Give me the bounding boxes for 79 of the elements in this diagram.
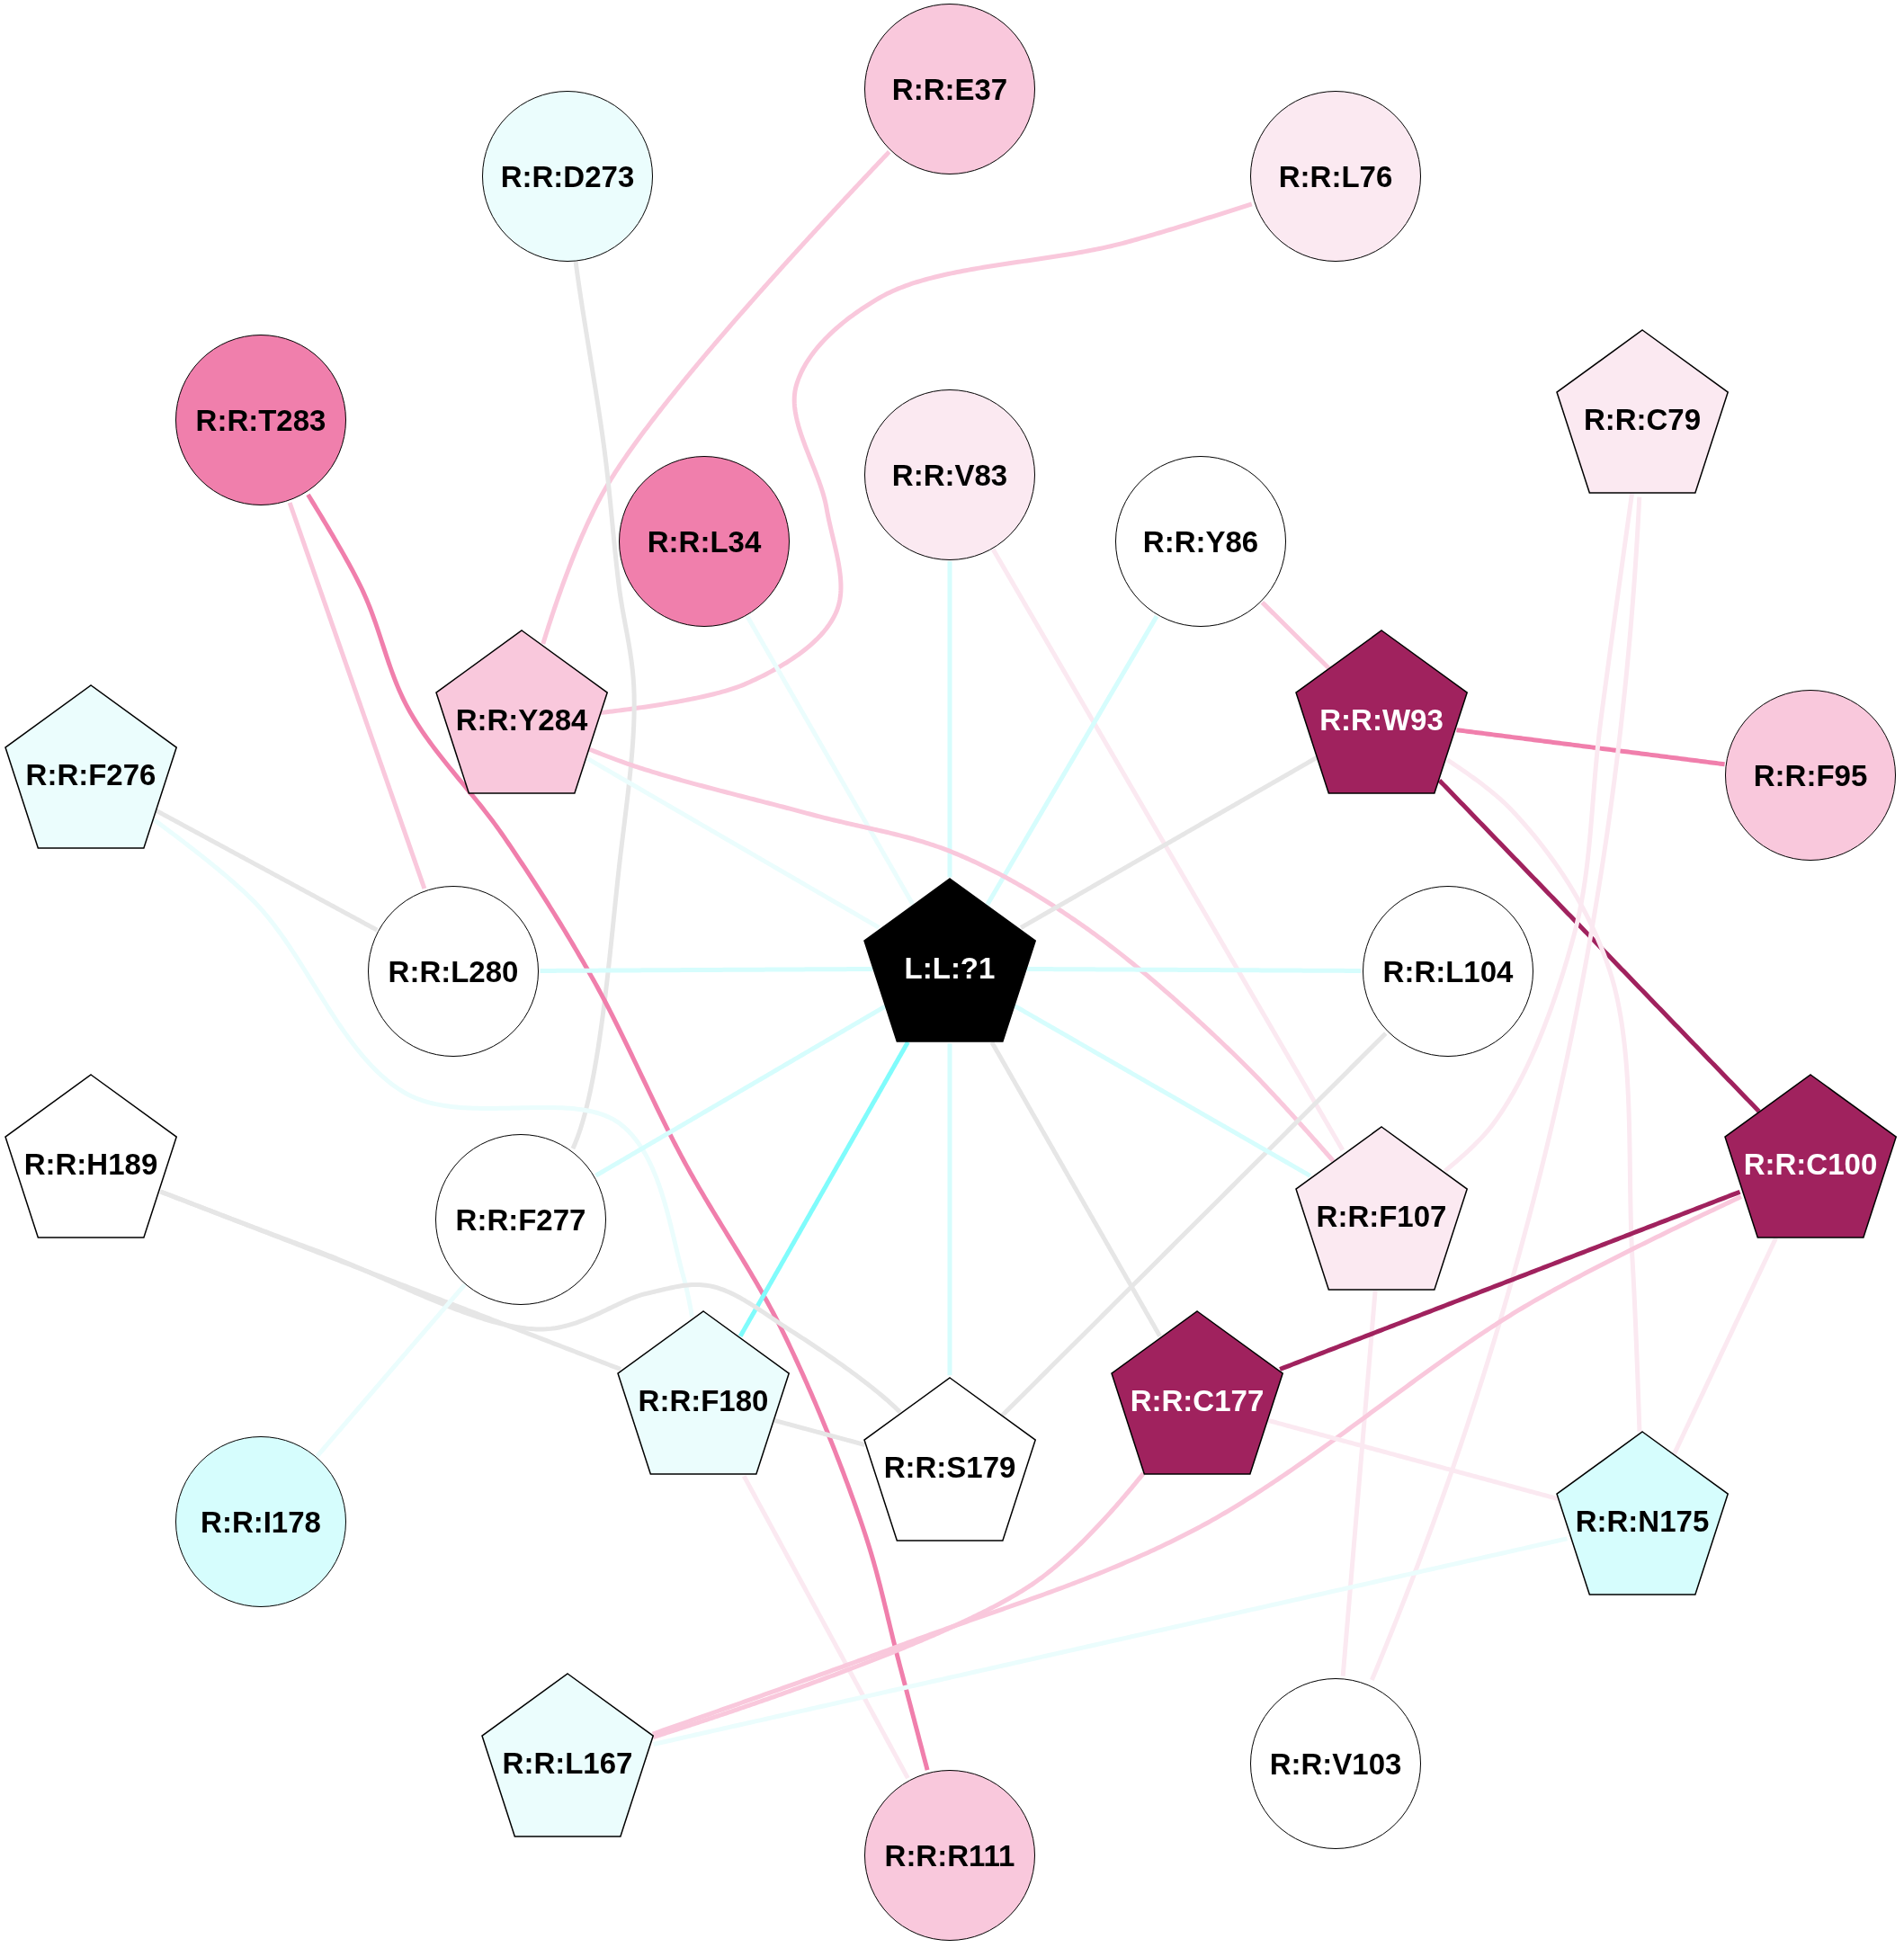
residue-pentagon — [1111, 1311, 1283, 1474]
residue-pentagon — [863, 879, 1036, 1041]
interaction-line — [588, 746, 1336, 1163]
residue-label: R:R:N175 — [1575, 1506, 1710, 1537]
interaction-line — [1456, 728, 1725, 767]
interaction-line — [990, 548, 1345, 1151]
interaction-line — [306, 493, 930, 1771]
residue-label: R:R:E37 — [891, 74, 1008, 104]
interaction-line — [155, 809, 379, 933]
interaction-line — [315, 1282, 467, 1459]
residue-label: R:R:L76 — [1278, 161, 1393, 192]
interaction-line — [1437, 778, 1761, 1113]
residue-label: R:R:F95 — [1753, 760, 1868, 791]
interaction-line — [947, 1043, 952, 1376]
residue-label: R:R:T283 — [195, 405, 326, 435]
interaction-line — [1672, 1237, 1778, 1455]
residue-label: R:R:L104 — [1382, 956, 1514, 987]
interaction-line — [1267, 1418, 1559, 1501]
interaction-line — [540, 966, 873, 973]
interaction-line — [1013, 1004, 1312, 1178]
interaction-line — [586, 756, 880, 930]
residue-pentagon — [4, 685, 177, 848]
residue-pentagon — [1556, 330, 1729, 493]
residue-pentagon — [617, 1311, 790, 1474]
residue-label: R:R:Y86 — [1142, 526, 1259, 557]
interaction-line — [541, 150, 891, 645]
interaction-line — [742, 1475, 910, 1780]
interaction-line — [745, 614, 916, 906]
residue-label: R:R:S179 — [883, 1452, 1016, 1483]
residue-label: R:R:W93 — [1319, 705, 1444, 736]
residue-pentagon — [1295, 630, 1468, 793]
interaction-line — [773, 1418, 866, 1447]
residue-label: R:R:L34 — [647, 526, 762, 557]
interaction-line — [653, 1536, 1568, 1747]
residue-label: R:R:H189 — [23, 1149, 158, 1180]
interaction-line — [1279, 1189, 1741, 1372]
interaction-line — [1260, 600, 1331, 671]
interaction-line — [737, 1041, 910, 1338]
interaction-line — [1026, 966, 1362, 973]
interaction-line — [159, 1189, 902, 1415]
interaction-line — [287, 502, 427, 889]
residue-label: R:R:F277 — [455, 1204, 586, 1235]
interaction-line — [570, 261, 637, 1150]
interaction-line — [594, 1004, 887, 1178]
residue-pentagon — [1724, 1075, 1897, 1238]
residue-label: R:R:F180 — [638, 1386, 769, 1416]
interaction-line — [652, 1471, 1146, 1739]
interaction-line — [651, 1194, 1742, 1737]
residue-label: R:R:V103 — [1269, 1748, 1402, 1779]
residue-label: R:R:C177 — [1130, 1386, 1265, 1416]
interaction-line — [989, 1041, 1162, 1338]
residue-label: R:R:V83 — [891, 460, 1008, 490]
residue-label: R:R:F276 — [25, 760, 156, 791]
residue-label: R:R:C79 — [1583, 405, 1702, 435]
interaction-line — [152, 818, 695, 1318]
residue-pentagon — [1295, 1127, 1468, 1290]
interaction-line — [1370, 496, 1642, 1681]
residue-pentagon — [4, 1075, 177, 1238]
residue-pentagon — [481, 1674, 654, 1836]
residue-label: R:R:F107 — [1316, 1202, 1447, 1232]
residue-label: R:R:L280 — [388, 956, 519, 987]
residue-label: R:R:C100 — [1743, 1149, 1878, 1180]
residue-pentagon — [435, 630, 608, 793]
residue-label: L:L:?1 — [904, 953, 996, 984]
residue-label: R:R:I178 — [201, 1506, 321, 1537]
interaction-line — [1445, 757, 1642, 1432]
interaction-line — [1340, 1290, 1378, 1676]
interaction-line — [600, 201, 1253, 715]
residue-label: R:R:D273 — [500, 161, 635, 192]
residue-label: R:R:Y284 — [455, 705, 588, 736]
residue-label: R:R:L167 — [502, 1748, 633, 1779]
interaction-line — [1000, 1032, 1388, 1417]
interaction-line — [1444, 493, 1635, 1173]
residue-pentagon — [1556, 1432, 1729, 1595]
residue-label: R:R:R111 — [884, 1840, 1015, 1871]
residue-pentagon — [863, 1378, 1036, 1541]
interaction-line — [947, 561, 952, 878]
interaction-line — [1019, 755, 1318, 930]
interaction-line — [985, 614, 1159, 906]
